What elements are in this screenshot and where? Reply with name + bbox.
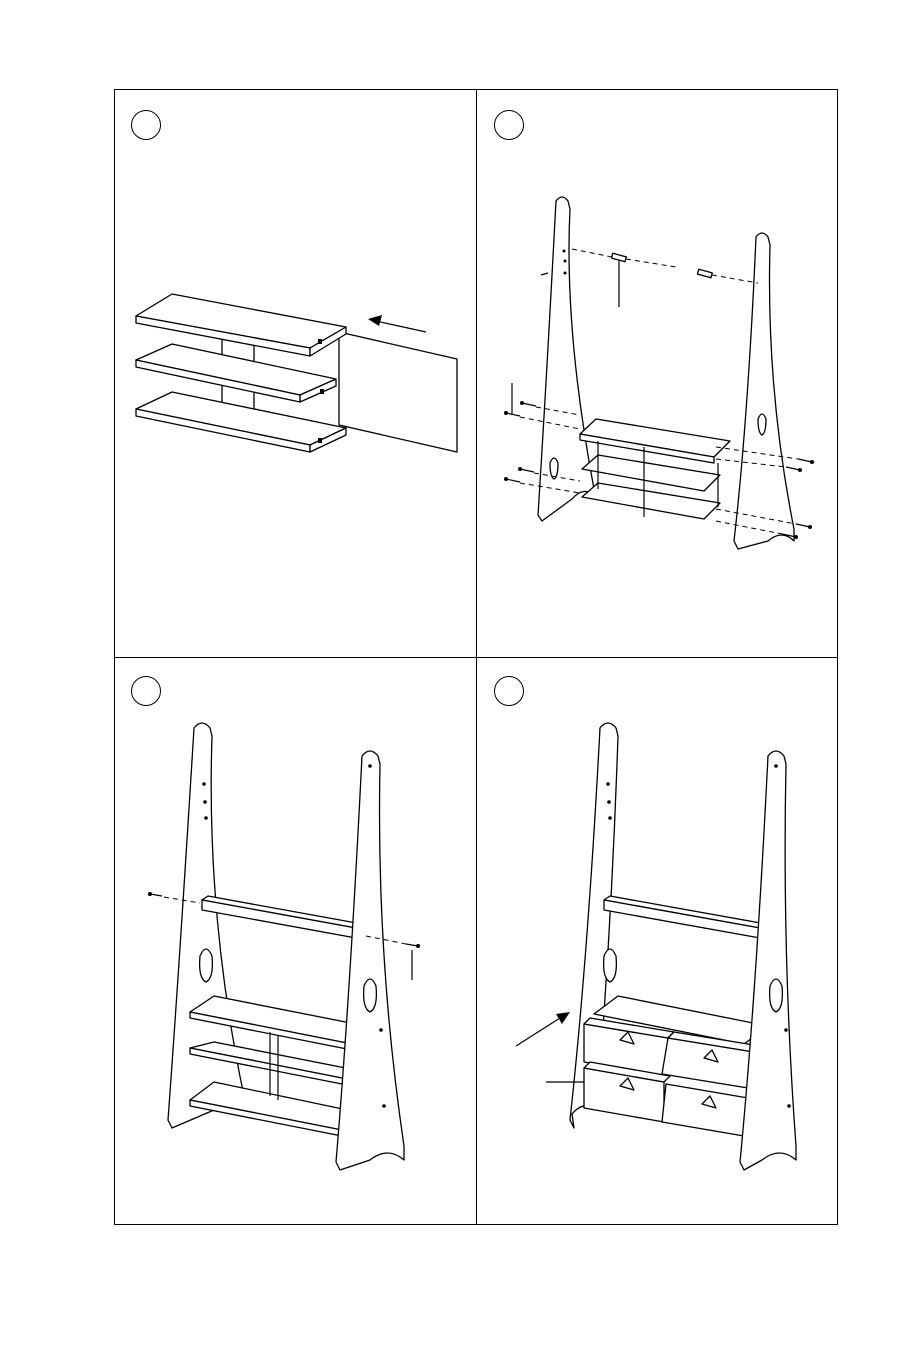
step-4-illustration (476, 656, 838, 1225)
step-2-illustration (476, 89, 838, 656)
step-3-panel (114, 656, 476, 1225)
step-4-panel (476, 656, 838, 1225)
right-side-panel (336, 751, 404, 1170)
step-2-panel (476, 89, 838, 656)
step-1-illustration (114, 89, 476, 656)
back-panel (339, 332, 457, 452)
direction-arrow (516, 1018, 560, 1046)
right-side-panel (740, 751, 796, 1170)
left-screws (504, 401, 536, 482)
left-side-panel (538, 197, 596, 521)
left-side-panel (168, 723, 246, 1128)
step-1-panel (114, 89, 476, 656)
step-3-illustration (114, 656, 476, 1225)
direction-arrow (376, 321, 426, 332)
